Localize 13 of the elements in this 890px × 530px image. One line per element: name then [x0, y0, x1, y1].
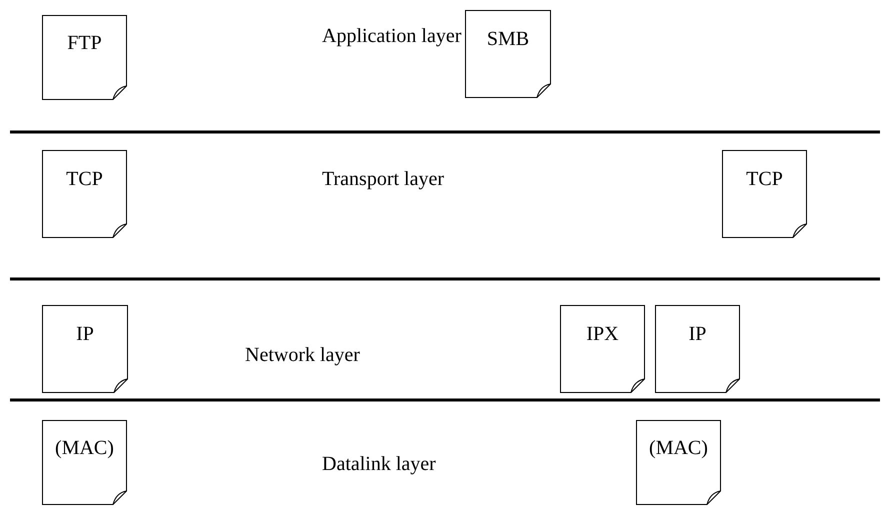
protocol-name: (MAC) — [648, 437, 709, 460]
protocol-name: TCP — [65, 168, 104, 191]
protocol-name: SMB — [486, 28, 530, 51]
protocol-name: TCP — [745, 168, 784, 191]
protocol-name: (MAC) — [54, 437, 115, 460]
protocol-name: IPX — [585, 322, 620, 346]
layer-name: Datalink layer — [322, 453, 436, 476]
protocol-name: IP — [688, 322, 708, 346]
layer-name: Transport layer — [322, 168, 444, 191]
protocol-name: FTP — [66, 32, 103, 55]
layer-name: Application layer — [322, 25, 462, 48]
layer-name: Network layer — [245, 344, 360, 367]
protocol-name: IP — [75, 322, 95, 346]
